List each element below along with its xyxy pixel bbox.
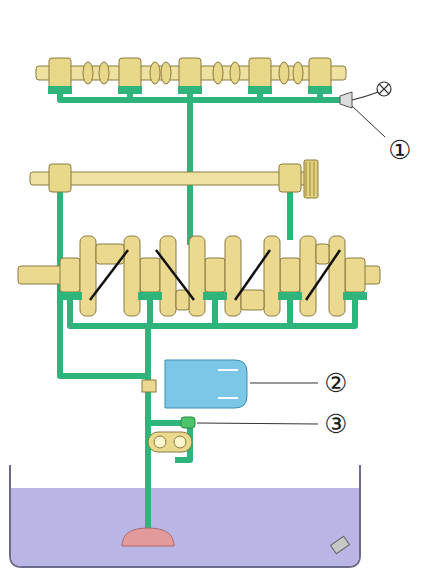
pressure-sensor — [340, 82, 391, 137]
relief-valve — [181, 417, 318, 428]
leader-line — [197, 423, 318, 424]
camshaft — [36, 58, 346, 94]
oil-passages — [60, 88, 355, 540]
crankshaft — [18, 236, 380, 316]
oil-pan — [10, 465, 360, 567]
callout-number: ① — [388, 137, 411, 163]
oil-strainer — [122, 528, 174, 546]
leader-line — [250, 383, 318, 384]
oil-level — [11, 488, 359, 566]
intermediate-shaft — [30, 160, 318, 198]
oil-filter — [142, 360, 318, 408]
main-bearings — [58, 292, 367, 300]
leader-line — [352, 106, 385, 137]
callout-number: ③ — [324, 411, 347, 437]
callout-number: ② — [324, 370, 347, 396]
drain-plug — [331, 536, 350, 553]
oil-pump — [148, 432, 192, 452]
